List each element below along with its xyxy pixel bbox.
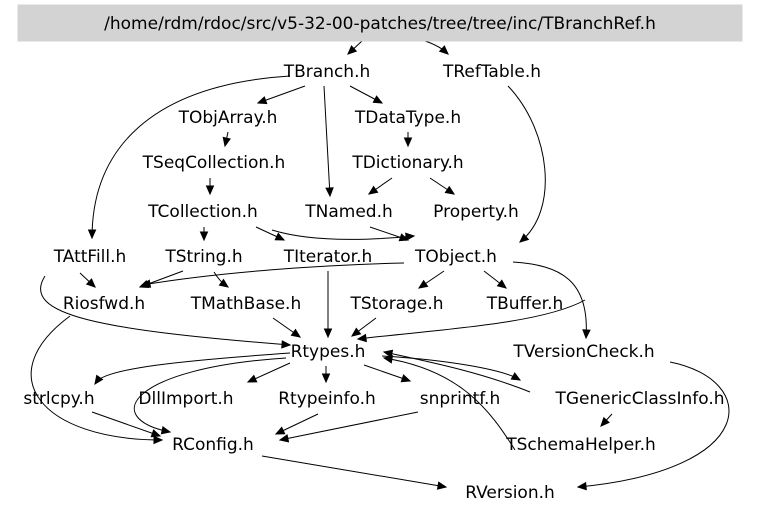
node-tdictionary[interactable]: TDictionary.h	[351, 153, 463, 173]
arrowhead-tobjarray-tseqcollection	[222, 136, 231, 148]
node-tgenericclassinfo[interactable]: TGenericClassInfo.h	[554, 389, 724, 409]
arrowhead-rtypes-rtypeinfo	[321, 373, 331, 384]
edge-tversioncheck-rversion	[577, 361, 730, 488]
node-tnamed[interactable]: TNamed.h	[304, 202, 393, 222]
node-rconfig[interactable]: RConfig.h	[172, 435, 254, 455]
arrowhead-tcollection-tobject	[405, 232, 416, 242]
arrowhead-rtypeinfo-rconfig	[274, 426, 286, 435]
root-node-label: /home/rdm/rdoc/src/v5-32-00-patches/tree…	[104, 14, 656, 34]
arrowhead-tobject-tbuffer	[496, 279, 507, 289]
node-tbranch[interactable]: TBranch.h	[283, 62, 371, 82]
arrowhead-tdictionary-property	[444, 185, 456, 195]
node-strlcpy[interactable]: strlcpy.h	[23, 389, 94, 409]
arrowhead-tcollection-tstring	[199, 231, 209, 242]
node-tdatatype[interactable]: TDataType.h	[354, 108, 461, 128]
node-titerator[interactable]: TIterator.h	[283, 247, 373, 267]
arrowhead-tbranch-tdatatype	[372, 95, 384, 104]
node-tbuffer[interactable]: TBuffer.h	[486, 294, 564, 314]
arrowhead-tnamed-tobject	[398, 233, 410, 242]
edge-riosfwd-rconfig	[30, 315, 163, 441]
edge-strlcpy-rconfig	[91, 411, 161, 437]
node-rtypeinfo[interactable]: Rtypeinfo.h	[278, 389, 376, 409]
node-tstorage[interactable]: TStorage.h	[349, 294, 443, 314]
arrowhead-treftable-tobject	[519, 233, 530, 243]
arrowhead-tstring-tmathbase	[218, 278, 230, 288]
node-tobjarray[interactable]: TObjArray.h	[178, 108, 278, 128]
arrowhead-tattfill-rtypes	[281, 340, 292, 349]
node-tmathbase[interactable]: TMathBase.h	[190, 294, 301, 314]
node-tversioncheck[interactable]: TVersionCheck.h	[512, 342, 654, 362]
root-node-box	[17, 4, 743, 42]
edge-tschemahelper-rtypes	[383, 357, 516, 451]
arrowhead-tversioncheck-rversion	[576, 481, 587, 491]
arrowhead-tbranch-tobjarray	[256, 96, 268, 105]
node-treftable[interactable]: TRefTable.h	[442, 62, 541, 82]
edge-tcollection-tobject	[271, 229, 415, 240]
node-tseqcollection[interactable]: TSeqCollection.h	[142, 153, 286, 173]
node-tcollection[interactable]: TCollection.h	[147, 202, 258, 222]
arrowhead-rconfig-rversion	[436, 481, 448, 490]
node-tattfill[interactable]: TAttFill.h	[53, 247, 127, 267]
arrowhead-tseqcollection-tcollection	[205, 185, 215, 196]
arrowhead-riosfwd-rconfig	[153, 435, 164, 445]
node-snprintf[interactable]: snprintf.h	[420, 389, 501, 409]
node-riosfwd[interactable]: Riosfwd.h	[63, 294, 145, 314]
edge-tobject-rtypes	[357, 299, 586, 340]
edge-tbranch-tattfill	[91, 75, 291, 239]
arrowhead-tgenericclassinfo-rtypes	[382, 349, 394, 358]
node-tstring[interactable]: TString.h	[164, 247, 242, 267]
edge-tattfill-rtypes	[40, 275, 291, 346]
arrowhead-rtypes-dllimport	[246, 374, 258, 383]
arrowhead-tgenericclassinfo-tschemahelper	[600, 416, 610, 427]
arrowhead-root-treftable	[438, 45, 449, 55]
edge-rtypes-strlcpy	[94, 352, 291, 385]
edge-treftable-tobject	[507, 85, 546, 243]
arrowhead-tdatatype-tdictionary	[403, 137, 413, 148]
arrowhead-tobject-tstorage	[417, 279, 429, 289]
node-tschemahelper[interactable]: TSchemaHelper.h	[505, 435, 656, 455]
arrowhead-tattfill-riosfwd	[85, 278, 96, 288]
arrowhead-rtypes-strlcpy	[94, 374, 104, 386]
arrowhead-rtypes-rconfig	[160, 426, 172, 435]
arrowhead-root-tbranch	[347, 45, 358, 55]
arrowhead-tbranch-tnamed	[325, 187, 334, 198]
edge-tobject-riosfwd	[141, 262, 405, 286]
node-property[interactable]: Property.h	[433, 202, 519, 222]
graph-edges	[30, 40, 730, 491]
arrowhead-tcollection-titerator	[274, 232, 286, 241]
edge-tgenericclassinfo-rtypes	[383, 351, 531, 393]
arrowhead-titerator-rtypes	[323, 328, 333, 339]
root-node[interactable]: /home/rdm/rdoc/src/v5-32-00-patches/tree…	[17, 4, 743, 42]
arrowhead-snprintf-rconfig	[278, 434, 290, 443]
arrowhead-tobject-tversioncheck	[582, 329, 591, 340]
node-rtypes[interactable]: Rtypes.h	[291, 342, 366, 362]
arrowhead-rtypes-tgenericclassinfo	[510, 372, 522, 381]
arrowhead-strlcpy-rconfig	[150, 429, 162, 438]
arrowhead-tobject-rtypes	[356, 333, 367, 343]
arrowhead-tbranch-tattfill	[87, 229, 97, 240]
edge-rtypes-rconfig	[133, 357, 287, 433]
edge-rconfig-rversion	[261, 455, 447, 488]
node-tobject[interactable]: TObject.h	[414, 247, 497, 267]
edge-tbranch-tnamed	[323, 85, 331, 197]
edge-tobject-tversioncheck	[512, 261, 587, 339]
arrowhead-tstorage-rtypes	[351, 327, 362, 337]
arrowhead-rtypes-snprintf	[400, 374, 412, 383]
arrowhead-tmathbase-rtypes	[290, 328, 302, 338]
node-rversion[interactable]: RVersion.h	[465, 483, 555, 503]
arrowhead-tschemahelper-rtypes	[382, 355, 394, 364]
edge-snprintf-rconfig	[279, 411, 419, 441]
node-dllimport[interactable]: DllImport.h	[138, 389, 233, 409]
arrowhead-tdictionary-tnamed	[367, 185, 379, 195]
arrowhead-tobject-riosfwd	[140, 279, 152, 288]
